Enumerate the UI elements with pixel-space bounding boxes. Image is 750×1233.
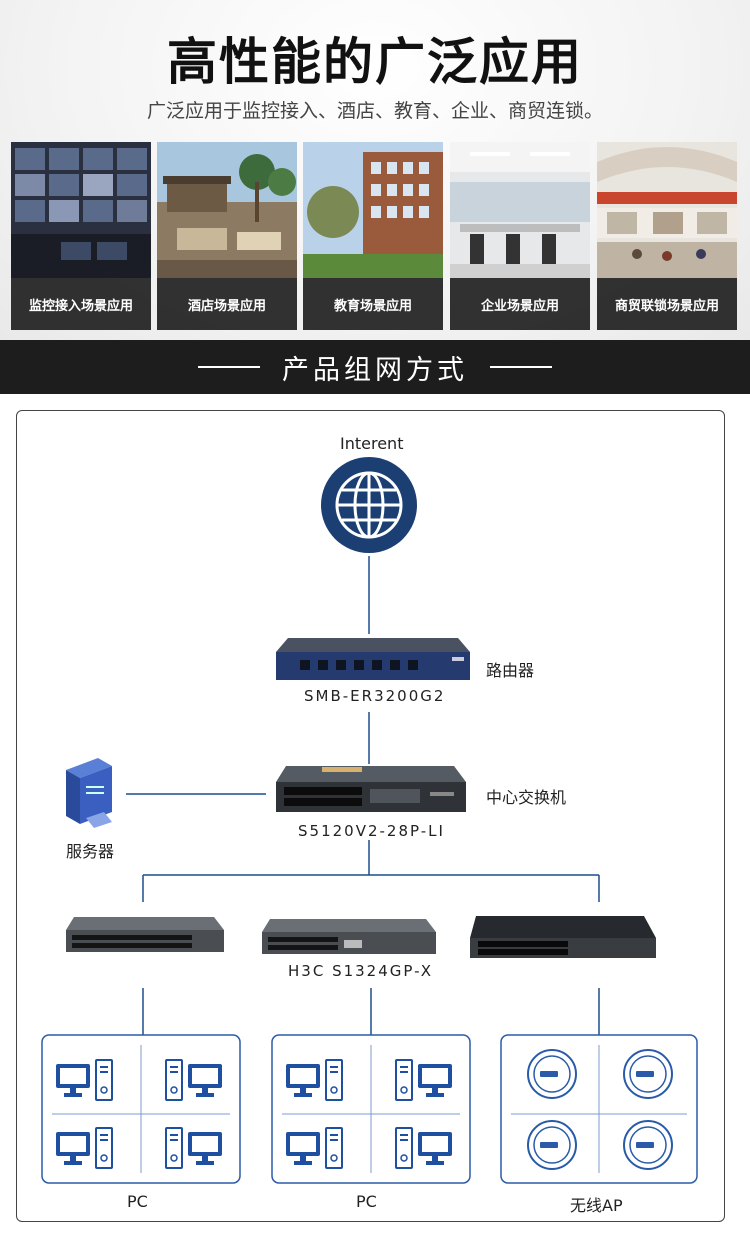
scene-card-office: 企业场景应用 [450,142,590,330]
wireless-ap-icon [623,1120,673,1170]
pc-icon [285,1127,343,1169]
wireless-ap-icon [623,1049,673,1099]
group-label-ap: 无线AP [570,1196,623,1215]
pc-icon [395,1127,453,1169]
access-switch-left [66,917,224,952]
core-switch-device [276,766,466,812]
scene-label: 酒店场景应用 [157,278,297,330]
scene-label: 教育场景应用 [303,278,443,330]
pc-icon [395,1059,453,1101]
office-photo [450,142,590,278]
pc-icon [285,1059,343,1101]
network-diagram-frame [16,410,725,1222]
group-label-pc-1: PC [127,1192,148,1211]
wireless-ap-icon [527,1120,577,1170]
mall-photo [597,142,737,278]
pc-icon [165,1127,223,1169]
banner-dash-right [490,366,552,368]
pc-icon [165,1059,223,1101]
monitoring-photo [11,142,151,278]
router-model: SMB-ER3200G2 [304,687,446,705]
connection-lines [126,556,600,1035]
router-device [276,638,470,680]
scene-card-monitoring: 监控接入场景应用 [11,142,151,330]
core-switch-label: 中心交换机 [486,788,567,807]
scene-label: 企业场景应用 [450,278,590,330]
access-switch-right [470,916,656,958]
group-label-pc-2: PC [356,1192,377,1211]
section-banner: 产品组网方式 [0,340,750,394]
internet-globe-icon [321,457,417,553]
server-icon [66,758,112,828]
header-section: 高性能的广泛应用 广泛应用于监控接入、酒店、教育、企业、商贸连锁。 监控接入场景… [0,0,750,340]
pc-icon [55,1059,113,1101]
access-switch-middle [262,919,436,954]
scene-card-hotel: 酒店场景应用 [157,142,297,330]
page-subtitle: 广泛应用于监控接入、酒店、教育、企业、商贸连锁。 [146,100,603,122]
banner-dash-left [198,366,260,368]
endpoint-group-dividers [52,1045,687,1173]
router-label: 路由器 [486,661,535,680]
hotel-photo [157,142,297,278]
wireless-ap-icon [527,1049,577,1099]
scene-card-education: 教育场景应用 [303,142,443,330]
server-label: 服务器 [66,842,115,861]
internet-label: Interent [340,434,404,453]
access-switch-model: H3C S1324GP-X [288,962,434,980]
scene-label: 监控接入场景应用 [11,278,151,330]
ap-group [527,1049,673,1170]
banner-title: 产品组网方式 [282,354,468,386]
pc-icon [55,1127,113,1169]
endpoint-group-boxes [41,1034,698,1184]
education-photo [303,142,443,278]
scene-label: 商贸联锁场景应用 [597,278,737,330]
scene-card-mall: 商贸联锁场景应用 [597,142,737,330]
page-title: 高性能的广泛应用 [167,33,583,91]
core-switch-model: S5120V2-28P-LI [298,822,445,840]
